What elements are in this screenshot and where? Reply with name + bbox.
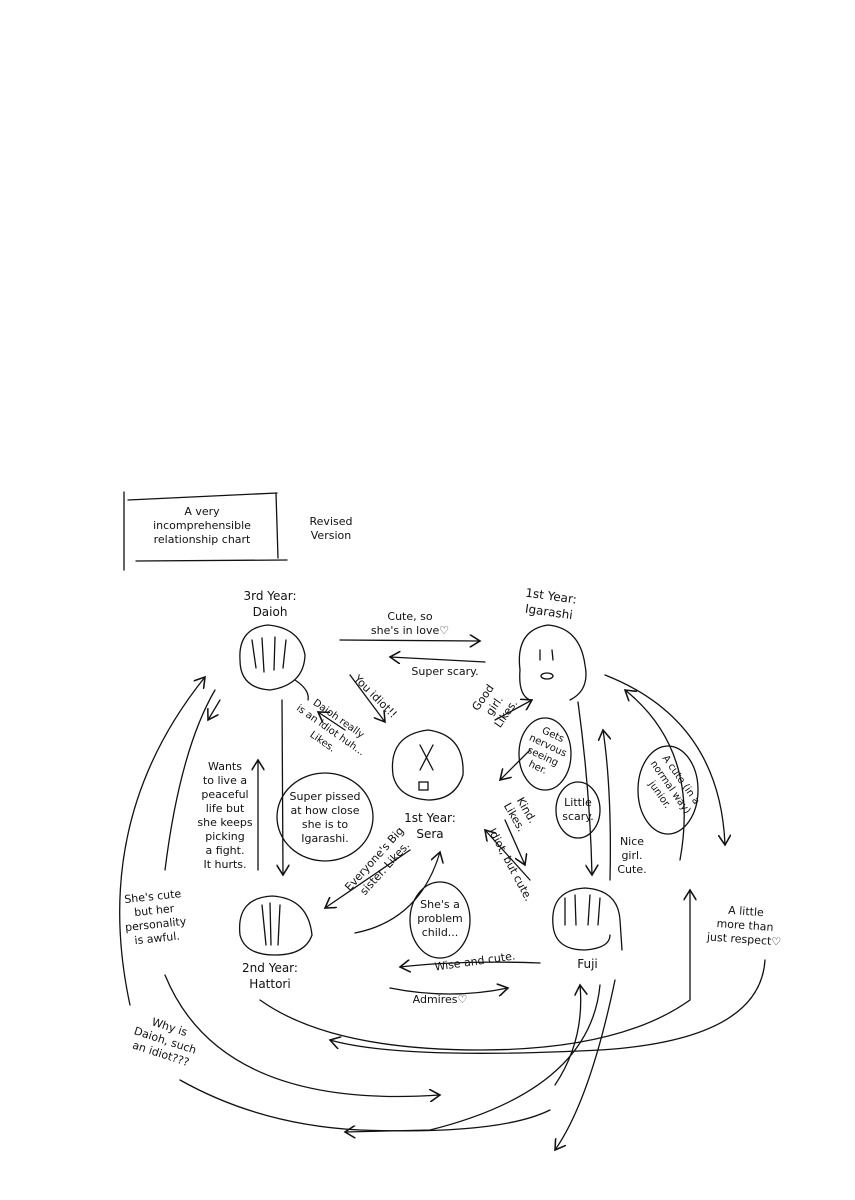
igarashi-head-icon — [518, 624, 587, 701]
character-sera: 1st Year: Sera — [404, 811, 456, 841]
label-hattori-to-fuji: Admires♡ — [412, 993, 468, 1006]
label-fuji-to-igarashi: Nice girl. Cute. — [617, 835, 647, 876]
label-hattori-to-sera: She's a problem child... — [417, 898, 463, 939]
label-igarashi-to-daioh: Super scary. — [411, 665, 479, 678]
chart-title: A very incomprehensible relationship cha… — [153, 505, 251, 546]
label-daioh-to-hattori: Super pissed at how close she is to Igar… — [289, 790, 361, 845]
hattori-head-icon — [238, 895, 313, 956]
label-hattori-to-daioh: Wants to live a peaceful life but she ke… — [197, 760, 253, 871]
label-daioh-to-igarashi: Cute, so she's in love♡ — [370, 610, 450, 637]
character-hattori: 2nd Year: Hattori — [242, 961, 298, 991]
character-fuji: Fuji — [577, 957, 598, 971]
sera-head-icon — [391, 729, 464, 801]
title-box — [123, 491, 288, 571]
character-daioh: 3rd Year: Daioh — [243, 589, 297, 619]
daioh-head-icon — [239, 624, 309, 701]
label-igarashi-to-fuji: Little scary. — [562, 796, 594, 823]
fuji-head-icon — [552, 887, 623, 951]
label-outer-right: A little more than just respect♡ — [706, 903, 782, 949]
speech-bubbles — [276, 717, 699, 959]
label-outer-left: She's cute but her personality is awful. — [123, 887, 187, 948]
revised-version-label: Revised Version — [309, 515, 353, 542]
